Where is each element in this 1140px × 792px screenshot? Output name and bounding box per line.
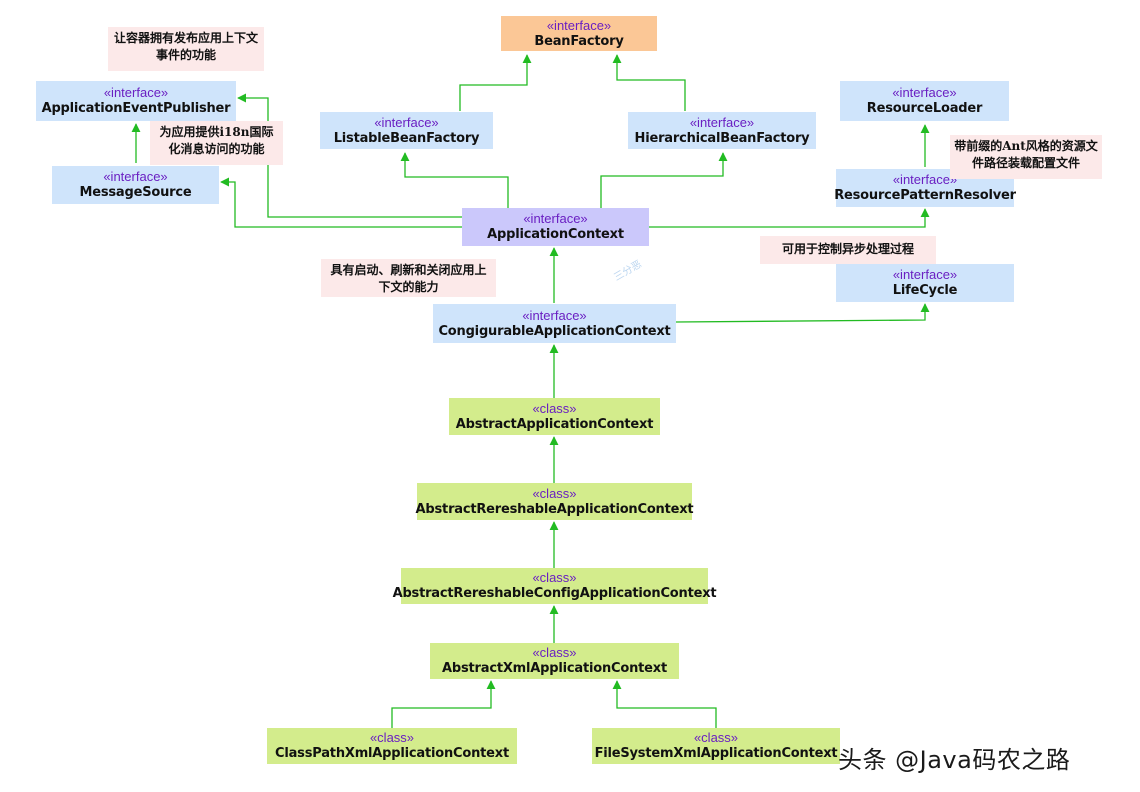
stereotype-label: «class»: [532, 400, 577, 416]
edge-appcontext-to-patternresolver: [649, 208, 930, 228]
node-name: HierarchicalBeanFactory: [634, 130, 810, 146]
stereotype-label: «interface»: [689, 114, 755, 130]
stereotype-label: «interface»: [892, 267, 958, 282]
stereotype-label: «class»: [532, 645, 577, 660]
note-event-publisher: 让容器拥有发布应用上下文事件的功能: [108, 27, 264, 71]
edge-appcontext-to-listable: [400, 152, 509, 208]
node-classpath-xml-application-context: «class» ClassPathXmlApplicationContext: [267, 728, 517, 764]
note-lifecycle: 可用于控制异步处理过程: [760, 236, 936, 264]
node-listable-bean-factory: «interface» ListableBeanFactory: [320, 112, 493, 149]
node-name: FileSystemXmlApplicationContext: [594, 746, 838, 761]
node-name: AbstractRereshableApplicationContext: [415, 501, 694, 517]
stereotype-label: «interface»: [522, 307, 587, 323]
node-name: AbstractXmlApplicationContext: [442, 661, 667, 676]
node-filesystem-xml-application-context: «class» FileSystemXmlApplicationContext: [592, 728, 840, 764]
node-name: LifeCycle: [892, 283, 958, 298]
node-resource-pattern-resolver: «interface» ResourcePatternResolver: [834, 169, 1016, 207]
node-name: ClassPathXmlApplicationContext: [275, 746, 509, 761]
note-configurable: 具有启动、刷新和关闭应用上下文的能力: [321, 259, 496, 297]
edge-appcontext-to-messagesource: [220, 177, 462, 228]
node-name: AbstractApplicationContext: [455, 416, 654, 432]
node-resource-loader: «interface» ResourceLoader: [840, 81, 1009, 121]
node-bean-factory: «interface» BeanFactory: [501, 16, 657, 51]
node-abstract-refreshable-config-application-context: «class» AbstractRereshableConfigApplicat…: [393, 568, 717, 604]
node-abstract-application-context: «class» AbstractApplicationContext: [449, 398, 660, 435]
stereotype-label: «class»: [532, 485, 577, 501]
edge-hierarchical-to-beanfactory: [612, 54, 686, 111]
node-name: ApplicationEventPublisher: [41, 101, 231, 116]
node-name: AbstractRereshableConfigApplicationConte…: [392, 586, 717, 601]
node-name: BeanFactory: [534, 33, 624, 49]
stereotype-label: «interface»: [103, 85, 169, 100]
node-application-event-publisher: «interface» ApplicationEventPublisher: [36, 81, 236, 121]
node-message-source: «interface» MessageSource: [52, 166, 219, 204]
node-application-context: «interface» ApplicationContext: [462, 208, 649, 246]
node-name: ResourcePatternResolver: [834, 188, 1016, 203]
node-lifecycle: «interface» LifeCycle: [836, 264, 1014, 302]
edge-listable-to-beanfactory: [459, 54, 532, 111]
edge-appcontext-to-hierarchical: [600, 152, 728, 208]
note-message-source: 为应用提供i18n国际化消息访问的功能: [150, 121, 283, 165]
node-abstract-refreshable-application-context: «class» AbstractRereshableApplicationCon…: [415, 483, 694, 520]
node-name: ApplicationContext: [487, 227, 624, 242]
watermark-bottom-right: 头条 @Java码农之路: [838, 746, 1071, 774]
edge-classpath-to-xml: [391, 680, 496, 728]
edge-filesystem-to-xml: [612, 680, 717, 728]
stereotype-label: «interface»: [892, 85, 957, 100]
note-resource-pattern: 带前缀的Ant风格的资源文件路径装载配置文件: [950, 135, 1102, 179]
node-name: ResourceLoader: [866, 101, 983, 116]
stereotype-label: «interface»: [374, 114, 439, 130]
stereotype-label: «interface»: [103, 169, 168, 184]
node-abstract-xml-application-context: «class» AbstractXmlApplicationContext: [430, 643, 679, 679]
node-configurable-application-context: «interface» CongigurableApplicationConte…: [433, 304, 676, 343]
node-name: MessageSource: [79, 185, 192, 200]
stereotype-label: «class»: [693, 730, 739, 745]
node-name: ListableBeanFactory: [333, 130, 480, 146]
stereotype-label: «interface»: [546, 17, 612, 33]
node-hierarchical-bean-factory: «interface» HierarchicalBeanFactory: [628, 112, 816, 149]
edge-configurable-to-lifecycle: [675, 303, 930, 323]
stereotype-label: «class»: [532, 570, 577, 585]
stereotype-label: «interface»: [523, 211, 588, 226]
stereotype-label: «class»: [369, 730, 415, 745]
node-name: CongigurableApplicationContext: [438, 323, 671, 339]
stereotype-label: «interface»: [892, 172, 958, 187]
